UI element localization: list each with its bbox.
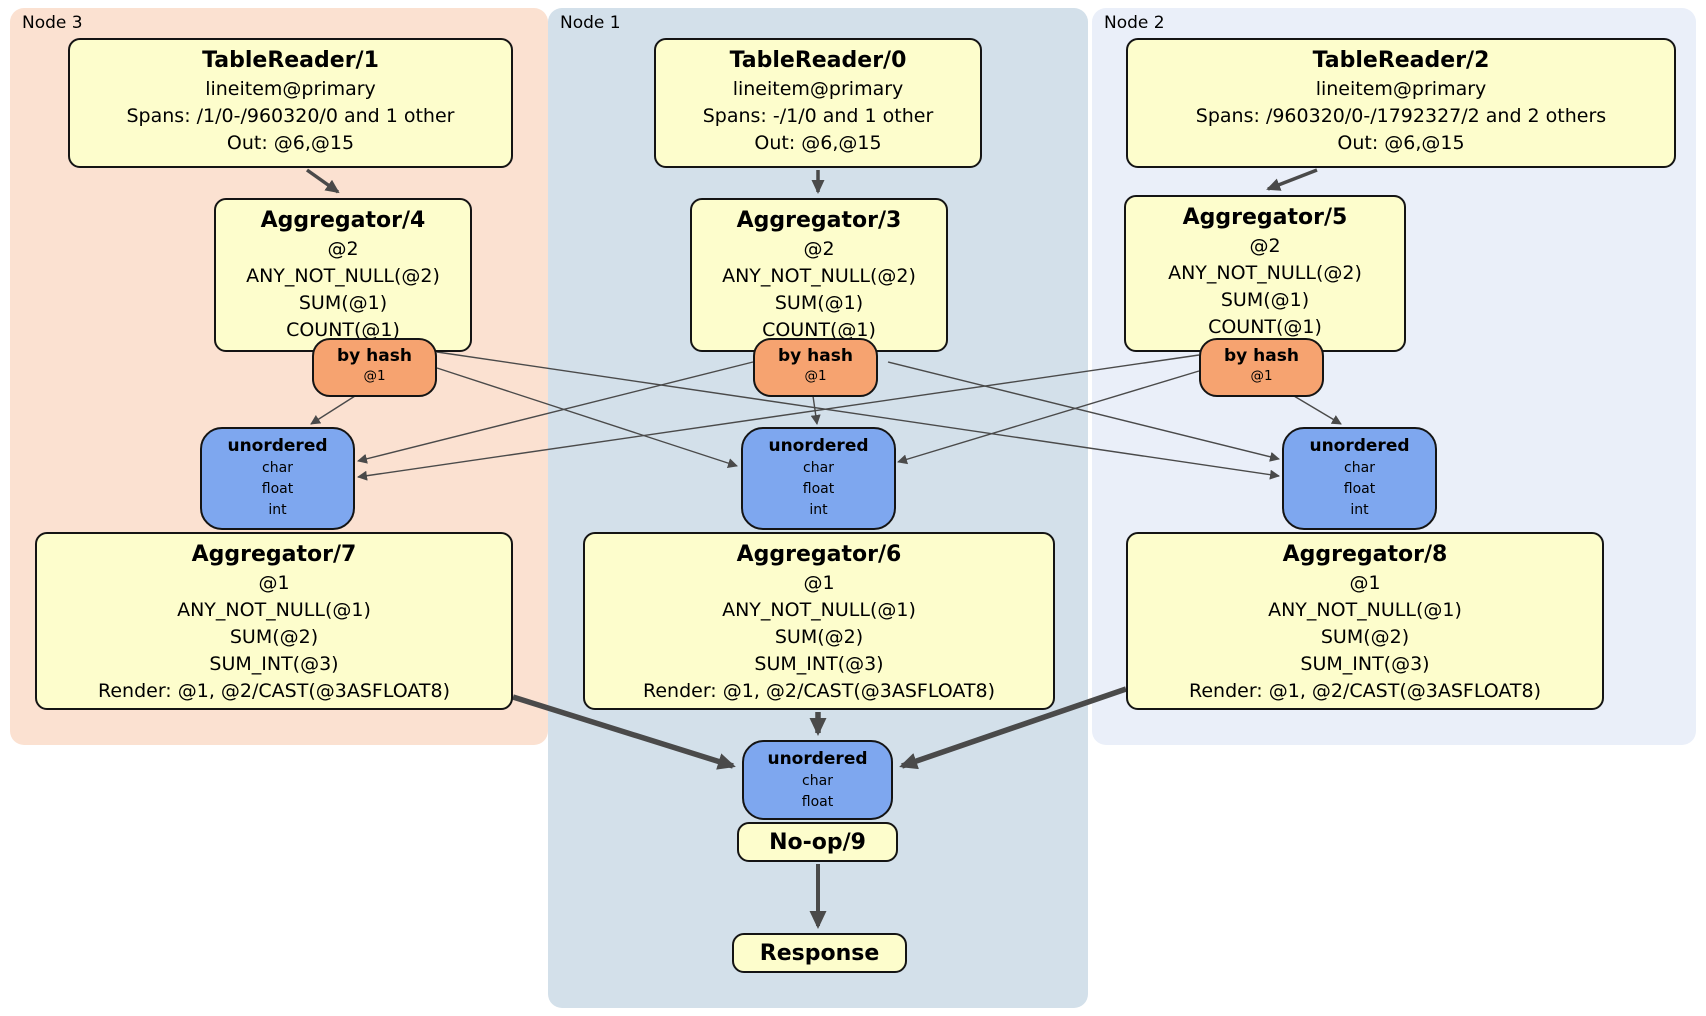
processor-aggregator-6: Aggregator/6 @1 ANY_NOT_NULL(@1) SUM(@2)… (583, 532, 1055, 710)
processor-tablereader-2: TableReader/2 lineitem@primary Spans: /9… (1126, 38, 1676, 168)
edge-hash1-sync2 (887, 361, 1280, 462)
processor-title: TableReader/0 (729, 48, 907, 73)
router-by-hash-node1: by hash @1 (753, 338, 878, 397)
edge-hash2-sync1 (897, 370, 1200, 465)
processor-title: Aggregator/3 (736, 208, 902, 233)
edge-hash2-sync2 (1293, 395, 1342, 425)
processor-aggregator-3: Aggregator/3 @2 ANY_NOT_NULL(@2) SUM(@1)… (690, 198, 948, 352)
router-by-hash-node3: by hash @1 (312, 338, 437, 397)
edge-agg8-syncfinal (899, 686, 1127, 770)
processor-spans: Spans: /960320/0-/1792327/2 and 2 others (1195, 105, 1607, 127)
processor-aggregator-8: Aggregator/8 @1 ANY_NOT_NULL(@1) SUM(@2)… (1126, 532, 1604, 710)
edge-hash1-sync3 (357, 361, 754, 464)
router-by-hash-node2: by hash @1 (1199, 338, 1324, 397)
processor-response: Response (732, 933, 907, 973)
processor-out: Out: @6,@15 (754, 132, 882, 154)
processor-out: Out: @6,@15 (1337, 132, 1465, 154)
sync-unordered-node2: unordered char float int (1282, 427, 1437, 530)
edge-hash2-sync3 (357, 354, 1200, 481)
processor-noop-9: No-op/9 (737, 822, 898, 862)
node2-label: Node 2 (1104, 13, 1165, 33)
node1-label: Node 1 (560, 13, 621, 33)
sync-unordered-final: unordered char float (742, 740, 893, 820)
processor-spans: Spans: -/1/0 and 1 other (702, 105, 934, 127)
sync-unordered-node1: unordered char float int (741, 427, 896, 530)
processor-title: TableReader/1 (202, 48, 379, 73)
processor-title: Aggregator/6 (736, 542, 902, 567)
processor-title: Aggregator/4 (260, 208, 426, 233)
processor-index: lineitem@primary (1315, 78, 1487, 100)
edge-tr2-agg5 (1266, 168, 1318, 191)
edge-hash3-sync1 (436, 367, 738, 468)
processor-render: Render: @1, @2/CAST(@3ASFLOAT8) (98, 680, 450, 702)
node3-label: Node 3 (22, 13, 83, 33)
processor-aggregator-7: Aggregator/7 @1 ANY_NOT_NULL(@1) SUM(@2)… (35, 532, 513, 710)
processor-aggregator-5: Aggregator/5 @2 ANY_NOT_NULL(@2) SUM(@1)… (1124, 195, 1406, 352)
processor-aggregator-4: Aggregator/4 @2 ANY_NOT_NULL(@2) SUM(@1)… (214, 198, 472, 352)
processor-render: Render: @1, @2/CAST(@3ASFLOAT8) (643, 680, 995, 702)
processor-tablereader-1: TableReader/1 lineitem@primary Spans: /1… (68, 38, 513, 168)
edge-agg7-syncfinal (512, 694, 736, 770)
edge-hash3-sync3 (310, 395, 356, 425)
processor-title: Aggregator/8 (1282, 542, 1448, 567)
edge-hash3-sync2 (436, 351, 1280, 480)
processor-title: TableReader/2 (1312, 48, 1490, 73)
processor-spans: Spans: /1/0-/960320/0 and 1 other (126, 105, 455, 127)
processor-title: Aggregator/7 (191, 542, 357, 567)
processor-render: Render: @1, @2/CAST(@3ASFLOAT8) (1189, 680, 1541, 702)
processor-index: lineitem@primary (732, 78, 904, 100)
processor-index: lineitem@primary (205, 78, 376, 100)
processor-title: Aggregator/5 (1182, 205, 1348, 230)
processor-out: Out: @6,@15 (226, 132, 355, 154)
processor-tablereader-0: TableReader/0 lineitem@primary Spans: -/… (654, 38, 982, 168)
sync-unordered-node3: unordered char float int (200, 427, 355, 530)
edge-tr1-agg4 (305, 168, 340, 194)
